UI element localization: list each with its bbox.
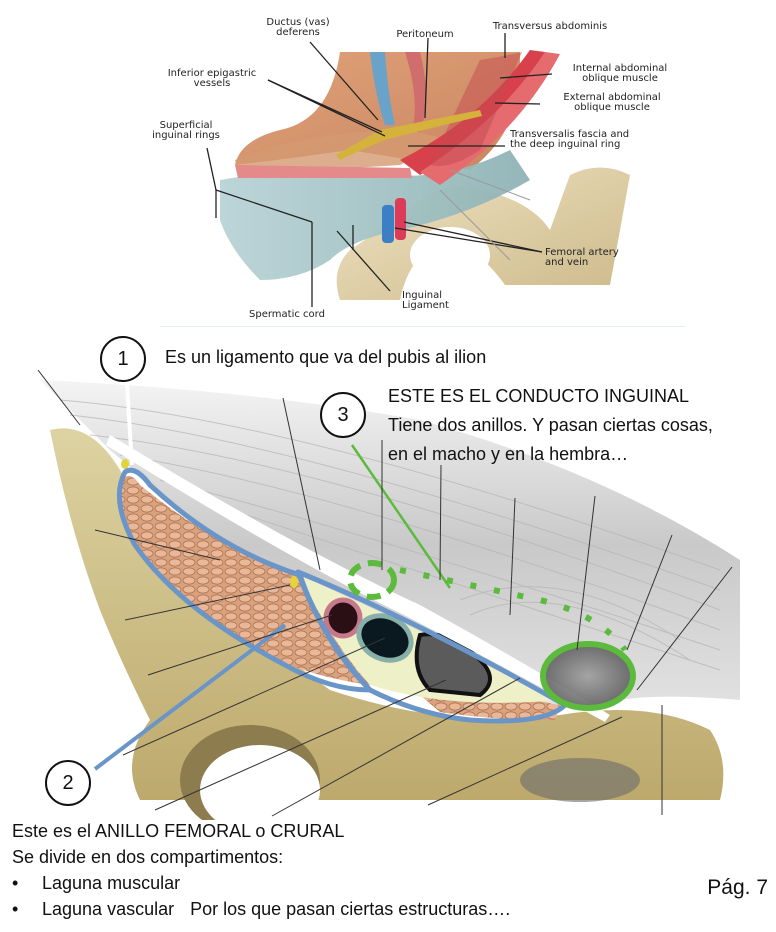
note-1: Es un ligamento que va del pubis al ilio… xyxy=(165,347,487,367)
ductus-deferens xyxy=(370,52,395,125)
label-transversalis-fascia: Transversalis fascia and the deep inguin… xyxy=(510,129,630,150)
femoral-ring-figure: 1 3 2 xyxy=(0,336,776,835)
inguinal-anatomy-figure: Ductus (vas) deferens Peritoneum Transve… xyxy=(150,0,690,330)
description-line-1: Este es el ANILLO FEMORAL o CRURAL xyxy=(12,821,345,841)
list-item-label: Laguna muscular xyxy=(42,873,181,893)
superficial-inguinal-ring xyxy=(543,644,633,708)
femoral-canal xyxy=(414,632,492,698)
bullet-icon: • xyxy=(12,873,19,893)
bullet-icon: • xyxy=(12,899,19,919)
figure-divider xyxy=(160,326,686,327)
description-line-2: Se divide en dos compartimentos: xyxy=(12,847,284,867)
label-ductus-deferens: Ductus (vas) deferens xyxy=(266,17,330,38)
femoral-ring-illustration xyxy=(37,369,740,835)
label-spermatic-cord: Spermatic cord xyxy=(249,309,325,320)
abdominal-fibers xyxy=(40,380,740,710)
label-superficial-inguinal-rings: Superficial inguinal rings xyxy=(152,120,220,141)
lacuna-vascular-outline xyxy=(295,569,568,724)
page-number: Pág. 7 xyxy=(707,876,768,899)
label-internal-oblique: Internal abdominal oblique muscle xyxy=(572,63,668,84)
label-peritoneum: Peritoneum xyxy=(396,29,454,40)
femoral-artery xyxy=(395,198,406,240)
marker-2-pointer xyxy=(93,623,287,771)
marker-1: 1 xyxy=(100,336,146,382)
external-oblique-aponeurosis xyxy=(220,150,530,280)
list-item-laguna-vascular: • Laguna vascular Por los que pasan cierta… xyxy=(12,896,510,922)
label-inferior-epigastric-vessels: Inferior epigastric vessels xyxy=(167,68,257,89)
note-3-line2: Tiene dos anillos. Y pasan ciertas cosas… xyxy=(388,415,713,435)
list-item-label: Laguna vascular xyxy=(42,899,175,919)
femoral-artery xyxy=(323,597,363,639)
marker-2: 2 xyxy=(45,760,91,806)
femoral-vein xyxy=(382,205,394,243)
label-external-oblique: External abdominal oblique muscle xyxy=(563,92,661,113)
pubic-bone xyxy=(50,428,724,800)
femoral-ring-description: Este es el ANILLO FEMORAL o CRURAL Se di… xyxy=(12,818,510,922)
list-item-extra: Por los que pasan ciertas estructuras…. xyxy=(190,899,511,919)
lacuna-muscular xyxy=(119,476,370,685)
marker-3-pointer xyxy=(350,444,452,589)
deep-inguinal-ring xyxy=(347,560,397,600)
inguinal-anatomy-illustration xyxy=(206,33,630,307)
note-3-title: ESTE ES EL CONDUCTO INGUINAL xyxy=(388,386,690,406)
label-inguinal-ligament: Inguinal Ligament xyxy=(402,290,449,311)
note-3-line3: en el macho y en la hembra… xyxy=(388,444,629,464)
inguinal-ligament xyxy=(106,435,610,722)
label-femoral-artery-vein: Femoral artery and vein xyxy=(545,247,619,268)
marker-3: 3 xyxy=(320,392,366,438)
list-item-laguna-muscular: • Laguna muscular xyxy=(12,870,510,896)
label-transversus-abdominis: Transversus abdominis xyxy=(492,21,608,32)
